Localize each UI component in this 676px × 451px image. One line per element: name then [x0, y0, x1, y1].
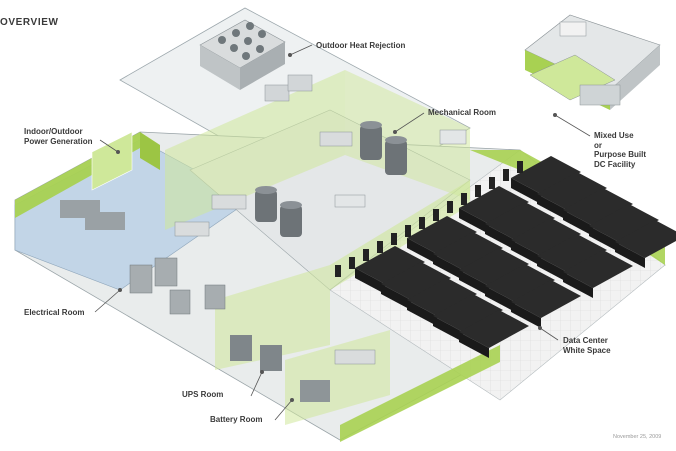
mechanical-room-glass-wall — [165, 70, 345, 230]
server-rack-face — [511, 178, 541, 204]
power-generation-side-wall — [140, 132, 160, 170]
perimeter-cabinet — [503, 169, 509, 181]
perimeter-cabinet — [489, 177, 495, 189]
server-rack-row — [433, 294, 503, 332]
mechanical-room-glass-wall-right — [345, 70, 470, 200]
server-rack-row — [563, 188, 633, 226]
perimeter-cabinet — [363, 249, 369, 261]
server-rack-row — [407, 216, 477, 254]
label-mechanical-room: Mechanical Room — [428, 108, 497, 117]
page-heading: OVERVIEW — [0, 17, 59, 28]
label-battery-room: Battery Room — [210, 415, 263, 424]
server-rack-row — [537, 172, 607, 210]
server-rack-row — [511, 156, 581, 194]
power-generation-window-panel — [91, 131, 133, 191]
server-rack-row — [511, 218, 581, 256]
server-rack-face — [589, 226, 619, 252]
server-rack-face — [563, 272, 593, 298]
server-rack-face — [615, 242, 645, 268]
server-rack-face — [485, 286, 515, 312]
server-rack-row — [459, 186, 529, 224]
server-rack-face — [433, 254, 463, 280]
server-rack-row — [537, 234, 607, 272]
perimeter-cabinet — [405, 225, 411, 237]
perimeter-cabinet — [335, 265, 341, 277]
perimeter-cabinet — [349, 257, 355, 269]
server-rack-face — [459, 332, 489, 358]
callout-leader-lines — [94, 44, 591, 421]
power-generation-equipment — [60, 200, 376, 402]
date-stamp: November 25, 2009 — [613, 434, 662, 440]
mixed-use-inset — [524, 14, 661, 110]
perimeter-cabinet — [517, 161, 523, 173]
server-rack-row — [485, 202, 555, 240]
server-rack-face — [433, 316, 463, 342]
server-rack-face — [355, 268, 385, 294]
server-rack-face — [511, 302, 541, 328]
server-rack-row — [459, 248, 529, 286]
label-outdoor-heat-rejection: Outdoor Heat Rejection — [316, 41, 406, 50]
server-rack-face — [563, 210, 593, 236]
server-rack-row — [485, 264, 555, 302]
server-rack-row — [589, 204, 659, 242]
server-rack-face — [407, 238, 437, 264]
server-rack-face — [537, 256, 567, 282]
perimeter-cabinet — [461, 193, 467, 205]
server-rack-row — [433, 232, 503, 270]
perimeter-cabinet — [419, 217, 425, 229]
server-rack-row — [615, 220, 676, 258]
heat-rejection-units — [199, 19, 313, 102]
perimeter-cabinet — [377, 241, 383, 253]
server-rack-row — [511, 280, 581, 318]
server-rack-rows — [335, 156, 676, 358]
server-rack-face — [485, 224, 515, 250]
perimeter-cabinet — [433, 209, 439, 221]
server-rack-face — [407, 300, 437, 326]
server-rack-row — [563, 250, 633, 288]
server-rack-face — [381, 284, 411, 310]
server-rack-face — [459, 208, 489, 234]
server-rack-row — [407, 278, 477, 316]
perimeter-cabinet — [475, 185, 481, 197]
server-rack-face — [537, 194, 567, 220]
mechanical-equipment — [174, 121, 467, 237]
perimeter-cabinet — [447, 201, 453, 213]
server-rack-face — [459, 270, 489, 296]
server-rack-face — [511, 240, 541, 266]
label-electrical-room: Electrical Room — [24, 308, 85, 317]
server-rack-row — [459, 310, 529, 348]
front-wall — [340, 345, 500, 442]
perimeter-cabinet — [391, 233, 397, 245]
server-rack-row — [355, 246, 425, 284]
server-rack-row — [381, 262, 451, 300]
label-ups-room: UPS Room — [182, 390, 224, 399]
